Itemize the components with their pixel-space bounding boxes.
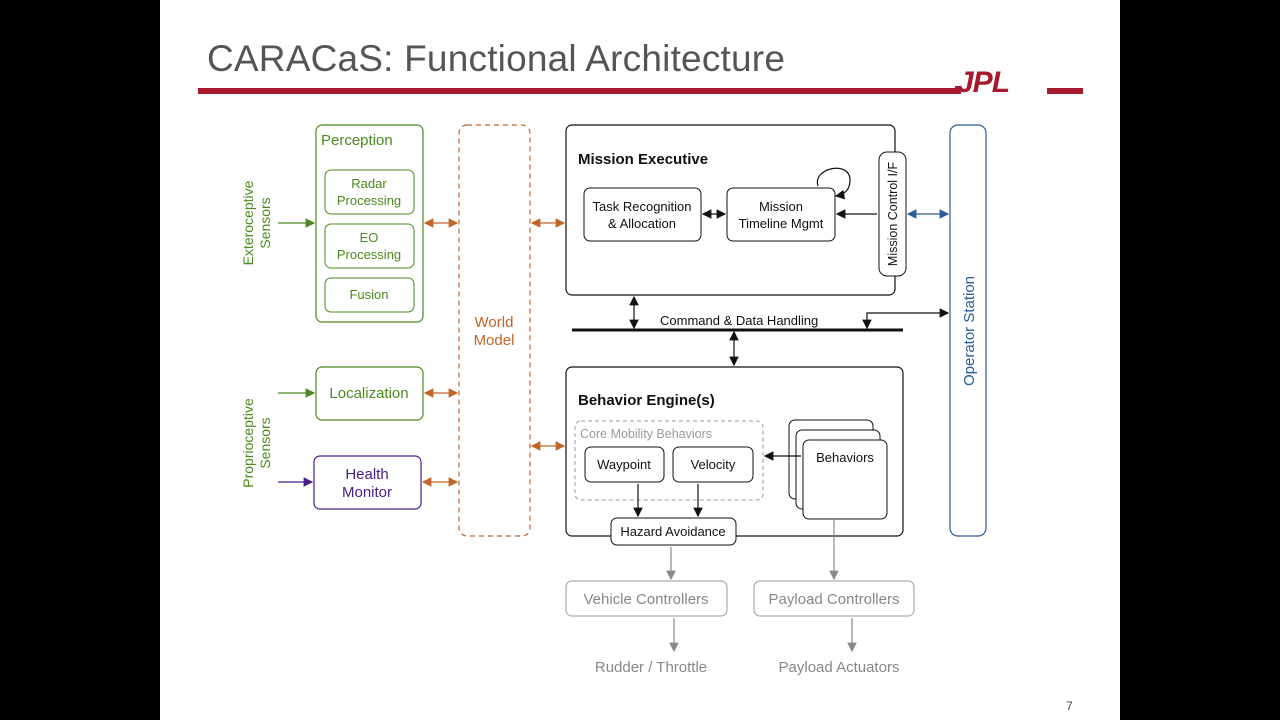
mission-timeline-box: Mission Timeline Mgmt [726, 187, 836, 242]
svg-text:Sensors: Sensors [257, 417, 273, 468]
velocity-box: Velocity [672, 446, 754, 483]
svg-text:EO: EO [360, 230, 379, 245]
mission-executive-block: Mission Executive Task Recognition & All… [565, 124, 907, 296]
task-recognition-box: Task Recognition & Allocation [583, 187, 702, 242]
exteroceptive-sensors-label: Exteroceptive Sensors [240, 180, 273, 265]
svg-text:Localization: Localization [329, 385, 408, 402]
eo-processing-box: EO Processing [324, 223, 415, 269]
svg-text:World: World [475, 314, 514, 331]
svg-text:Radar: Radar [351, 176, 387, 191]
svg-text:Vehicle Controllers: Vehicle Controllers [583, 591, 708, 608]
command-data-handling-bus: Command & Data Handling [572, 313, 903, 332]
svg-text:Processing: Processing [337, 247, 401, 262]
svg-text:Core Mobility Behaviors: Core Mobility Behaviors [580, 427, 712, 441]
radar-processing-box: Radar Processing [324, 169, 415, 215]
svg-text:Proprioceptive: Proprioceptive [240, 398, 256, 488]
svg-text:Mission: Mission [759, 199, 803, 214]
svg-text:Timeline Mgmt: Timeline Mgmt [739, 216, 824, 231]
waypoint-box: Waypoint [584, 446, 665, 483]
jpl-logo-text: JPL [957, 66, 1009, 98]
slide-title: CARACaS: Functional Architecture [207, 38, 786, 79]
svg-text:Behaviors: Behaviors [816, 450, 874, 465]
localization-box: Localization [315, 366, 424, 421]
behaviors-stack: Behaviors [788, 419, 888, 520]
svg-text:Payload Controllers: Payload Controllers [769, 591, 900, 608]
perception-block: Perception Radar Processing EO Processin… [315, 124, 424, 323]
svg-text:Command & Data Handling: Command & Data Handling [660, 313, 818, 328]
behavior-engine-label: Behavior Engine(s) [578, 392, 715, 409]
health-monitor-box: Health Monitor [313, 455, 422, 510]
svg-text:Health: Health [345, 466, 388, 483]
perception-label: Perception [321, 132, 393, 149]
svg-text:Model: Model [474, 332, 515, 349]
hazard-avoidance-box: Hazard Avoidance [610, 517, 737, 546]
svg-text:& Allocation: & Allocation [608, 216, 676, 231]
fusion-box: Fusion [324, 277, 415, 313]
svg-text:Task Recognition: Task Recognition [593, 199, 692, 214]
svg-text:Velocity: Velocity [691, 457, 736, 472]
rudder-throttle-label: Rudder / Throttle [595, 659, 707, 676]
operator-station-block: Operator Station [949, 124, 987, 537]
mission-control-if-box: Mission Control I/F [878, 151, 907, 277]
svg-text:Processing: Processing [337, 193, 401, 208]
mission-executive-label: Mission Executive [578, 151, 708, 168]
jpl-logo: JPL [955, 66, 1083, 98]
payload-controllers-box: Payload Controllers [753, 580, 915, 617]
title-rule [198, 88, 958, 94]
svg-text:Operator Station: Operator Station [961, 276, 978, 386]
world-model-block: World Model [458, 124, 531, 537]
svg-text:Monitor: Monitor [342, 484, 392, 501]
svg-text:Waypoint: Waypoint [597, 457, 651, 472]
vehicle-controllers-box: Vehicle Controllers [565, 580, 728, 617]
svg-text:Sensors: Sensors [257, 197, 273, 248]
svg-text:Mission Control I/F: Mission Control I/F [886, 162, 900, 267]
architecture-diagram: Exteroceptive Sensors Proprioceptive Sen… [240, 124, 987, 676]
slide: CARACaS: Functional Architecture JPL Ext… [160, 0, 1120, 720]
svg-text:Exteroceptive: Exteroceptive [240, 180, 256, 265]
behavior-engine-block: Behavior Engine(s) Core Mobility Behavio… [565, 366, 904, 546]
payload-actuators-label: Payload Actuators [779, 659, 900, 676]
svg-text:Fusion: Fusion [349, 287, 388, 302]
proprioceptive-sensors-label: Proprioceptive Sensors [240, 398, 273, 488]
core-mobility-behaviors-group: Core Mobility Behaviors [574, 420, 764, 501]
svg-text:Hazard Avoidance: Hazard Avoidance [620, 524, 725, 539]
page-number: 7 [1066, 699, 1073, 713]
